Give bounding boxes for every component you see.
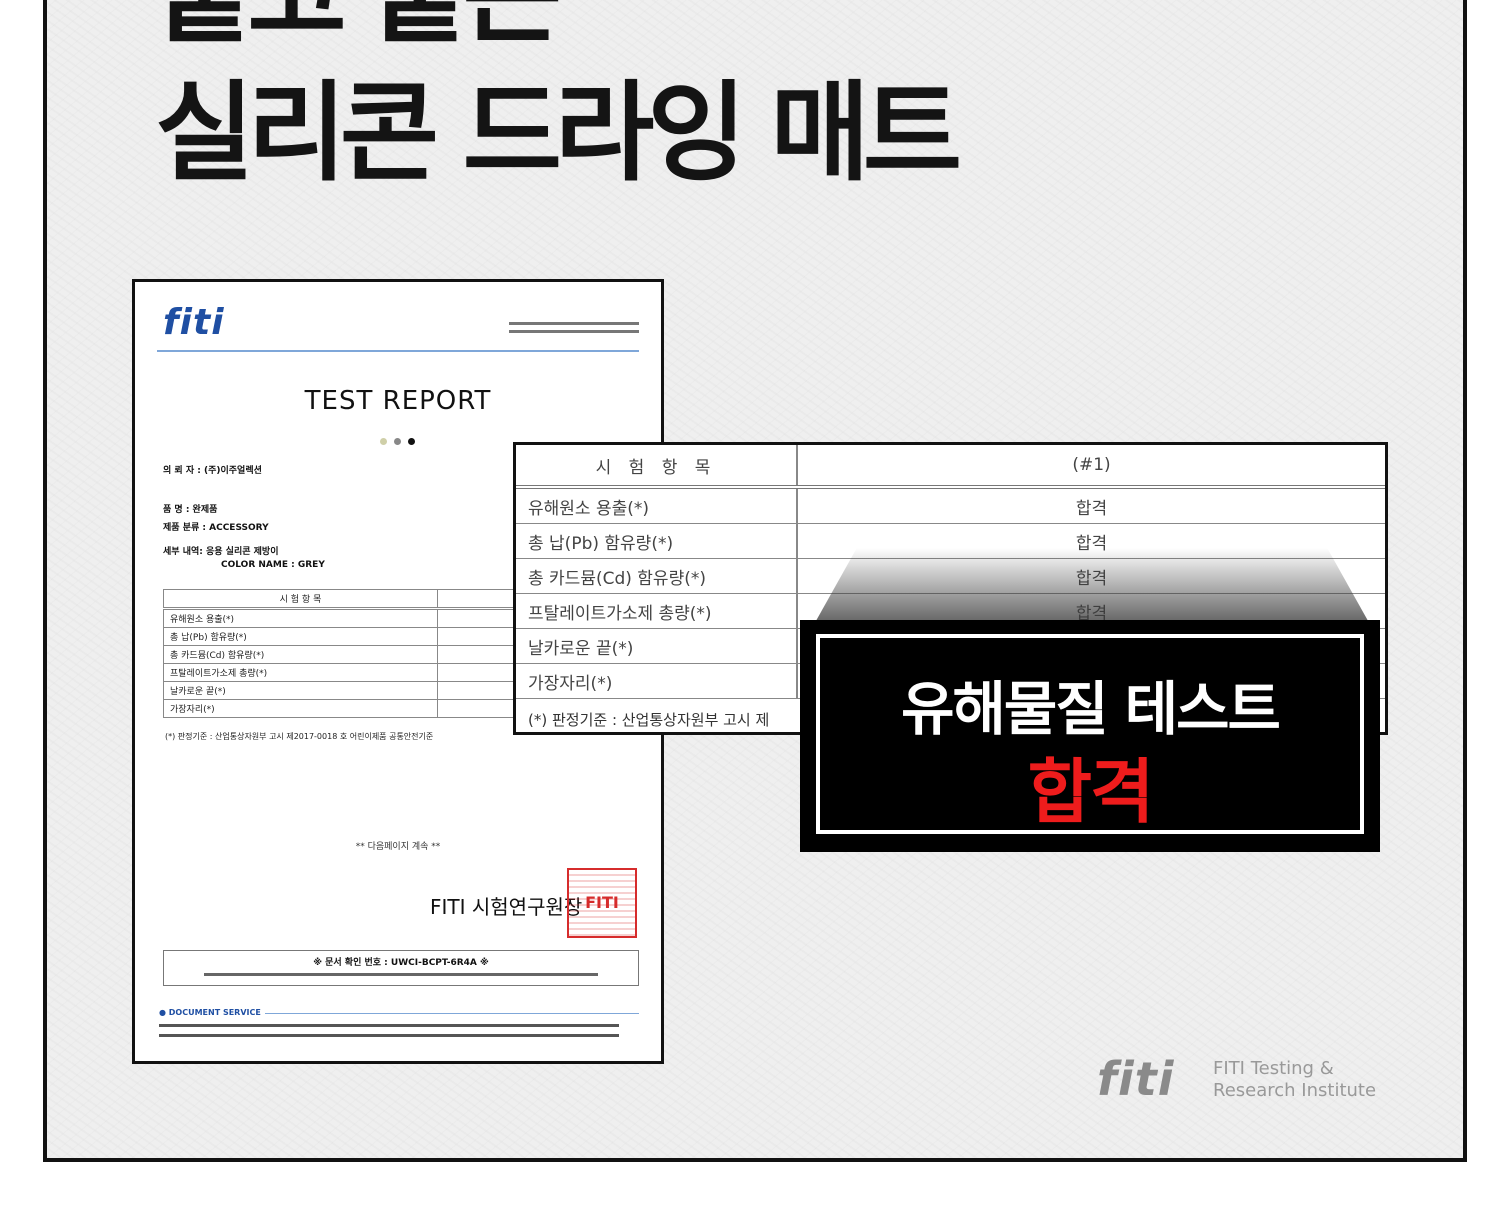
table-cell: 총 납(Pb) 함유량(*) (163, 627, 438, 646)
report-detail: 세부 내역: 응용 실리콘 제방이 (163, 547, 279, 557)
pass-badge-result: 합격 (1027, 751, 1155, 833)
table-cell: 총 카드뮴(Cd) 함유량(*) (516, 558, 798, 594)
highlight-shadow (812, 548, 1372, 628)
document-number-box: ※ 문서 확인 번호 : UWCI-BCPT-6R4A ※ (163, 950, 639, 986)
test-report-page: fiti TEST REPORT 의 뢰 자 : (주)이주얼렉션 품 명 : … (132, 279, 664, 1064)
table-cell: 날카로운 끝(*) (516, 628, 798, 664)
table-cell: 총 카드뮴(Cd) 함유량(*) (163, 645, 438, 664)
document-instructions (204, 973, 598, 976)
table-cell: 유해원소 용출(*) (516, 487, 798, 524)
document-service-rule (265, 1013, 639, 1014)
report-address-block (509, 322, 639, 338)
report-title-dots (380, 430, 422, 449)
table-cell: 프탈레이트가소제 총량(*) (516, 593, 798, 629)
table-cell: 총 납(Pb) 함유량(*) (516, 523, 798, 559)
pass-badge-border (816, 634, 1364, 834)
report-table-note: (*) 판정기준 : 산업통상자원부 고시 제2017-0018 호 어린이제품… (165, 732, 434, 741)
table-header-cell: (#1) (797, 445, 1385, 489)
report-continued: ** 다음페이지 계속 ** (355, 842, 441, 852)
fiti-logo: fiti (163, 302, 225, 343)
table-cell: 가장자리(*) (516, 663, 798, 699)
table-cell: 가장자리(*) (163, 699, 438, 718)
table-row: 유해원소 용출(*) 합격 (516, 487, 1385, 524)
document-service-label: ● DOCUMENT SERVICE (159, 1008, 261, 1017)
zoomed-table-note: (*) 판정기준 : 산업통상자원부 고시 제 (528, 711, 770, 729)
table-header-row: 시 험 항 목 (#1) (516, 445, 1385, 489)
pass-badge-title: 유해물질 테스트 (901, 675, 1281, 743)
table-cell: 유해원소 용출(*) (163, 608, 438, 628)
footer-institute-line-1: FITI Testing & (1213, 1058, 1334, 1079)
fine-print-line (159, 1034, 619, 1037)
fine-print-line (159, 1024, 619, 1027)
table-header-cell: 시 험 항 목 (516, 445, 798, 489)
footer-fiti-logo: fiti (1097, 1052, 1175, 1106)
table-cell: 합격 (797, 487, 1385, 524)
headline-line-1: 붙고 붙는 (155, 0, 562, 50)
report-header-rule (157, 350, 639, 352)
footer-institute-line-2: Research Institute (1213, 1080, 1377, 1101)
table-header-cell: 시 험 항 목 (163, 589, 438, 610)
report-category: 제품 분류 : ACCESSORY (163, 523, 269, 533)
report-title: TEST REPORT (304, 386, 492, 416)
table-cell: 프탈레이트가소제 총량(*) (163, 663, 438, 682)
footer-institute-name: FITI Testing & Research Institute (1213, 1058, 1376, 1102)
document-number: ※ 문서 확인 번호 : UWCI-BCPT-6R4A ※ (313, 958, 489, 968)
report-color-name: COLOR NAME : GREY (221, 560, 325, 570)
pass-badge: 유해물질 테스트 합격 (800, 620, 1380, 852)
report-item: 품 명 : 완제품 (163, 505, 218, 515)
official-seal-stamp: FITI (567, 868, 637, 938)
report-signatory: FITI 시험연구원장 (430, 895, 583, 919)
report-client: 의 뢰 자 : (주)이주얼렉션 (163, 466, 262, 476)
headline-line-2: 실리콘 드라잉 매트 (155, 71, 962, 196)
table-cell: 날카로운 끝(*) (163, 681, 438, 700)
